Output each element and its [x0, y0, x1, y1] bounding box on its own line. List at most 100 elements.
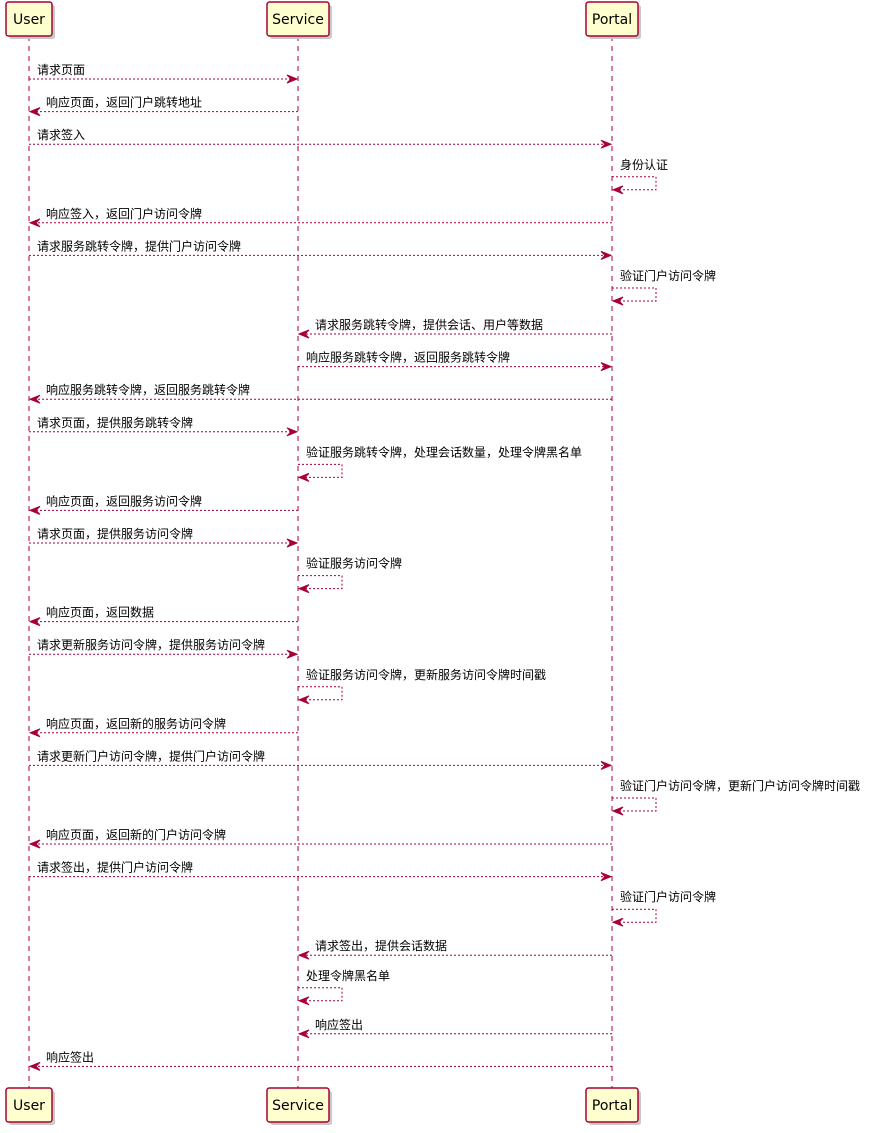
message-label: 响应签入，返回门户访问令牌	[46, 206, 202, 221]
arrow-head	[28, 505, 41, 515]
message-label: 验证门户访问令牌	[620, 268, 716, 283]
message: 响应签出	[28, 1049, 612, 1071]
arrow-head	[286, 74, 299, 84]
self-message: 验证门户访问令牌	[611, 889, 716, 927]
message-line	[298, 575, 343, 590]
participant-box	[585, 1, 639, 37]
message-line	[298, 463, 343, 478]
arrow-head	[286, 427, 299, 437]
participant-label: Service	[272, 12, 324, 28]
message: 请求服务跳转令牌，提供会话、用户等数据	[297, 317, 612, 339]
participant-box	[585, 1087, 639, 1123]
self-message: 验证服务访问令牌，更新服务访问令牌时间戳	[297, 667, 546, 705]
participant-label: Service	[272, 1098, 324, 1114]
self-message: 验证门户访问令牌，更新门户访问令牌时间戳	[611, 778, 860, 816]
message-label: 请求更新服务访问令牌，提供服务访问令牌	[37, 637, 265, 652]
participant-service-top: Service	[266, 1, 332, 39]
message-label: 响应页面，返回服务访问令牌	[46, 493, 202, 508]
message-label: 请求服务跳转令牌，提供门户访问令牌	[37, 238, 241, 253]
message: 响应页面，返回服务访问令牌	[28, 493, 298, 515]
message-label: 响应页面，返回门户跳转地址	[46, 95, 202, 110]
message-label: 请求页面，提供服务访问令牌	[37, 526, 193, 541]
message: 请求页面，提供服务访问令牌	[29, 526, 299, 548]
message: 请求页面	[29, 63, 299, 84]
message: 响应页面，返回数据	[28, 605, 298, 627]
message: 响应服务跳转令牌，返回服务跳转令牌	[298, 350, 613, 372]
arrow-head	[600, 139, 613, 149]
self-message: 验证服务跳转令牌，处理会话数量，处理令牌黑名单	[297, 444, 582, 482]
arrow-head	[600, 760, 613, 770]
message: 请求更新门户访问令牌，提供门户访问令牌	[29, 748, 613, 770]
arrow-head	[600, 362, 613, 372]
message-label: 请求签出，提供门户访问令牌	[37, 860, 193, 875]
message-line	[298, 686, 343, 701]
message-label: 验证服务访问令牌	[306, 556, 402, 571]
participant-label: Portal	[592, 1098, 632, 1114]
participant-label: User	[13, 12, 45, 28]
participant-portal-bottom: Portal	[585, 1087, 641, 1125]
message: 请求服务跳转令牌，提供门户访问令牌	[29, 238, 613, 260]
message-label: 响应服务跳转令牌，返回服务跳转令牌	[306, 350, 510, 365]
arrow-head	[611, 806, 624, 816]
arrow-head	[611, 917, 624, 927]
arrow-head	[28, 839, 41, 849]
message-line	[612, 797, 657, 812]
message-label: 请求页面	[37, 63, 85, 77]
arrow-head	[297, 329, 310, 339]
arrow-head	[28, 107, 41, 117]
arrow-head	[297, 695, 310, 705]
message: 请求签出，提供门户访问令牌	[29, 860, 613, 882]
message-label: 响应签出	[46, 1049, 94, 1064]
participant-box	[266, 1, 330, 37]
message-label: 响应页面，返回数据	[46, 605, 154, 620]
message: 响应签出	[297, 1017, 612, 1039]
message-label: 请求签出，提供会话数据	[315, 938, 447, 953]
arrow-head	[28, 1061, 41, 1071]
participant-box	[266, 1087, 330, 1123]
message-label: 响应服务跳转令牌，返回服务跳转令牌	[46, 382, 250, 397]
message-line	[298, 987, 343, 1002]
messages: 请求页面响应页面，返回门户跳转地址请求签入身份认证响应签入，返回门户访问令牌请求…	[28, 63, 860, 1071]
message: 响应页面，返回新的服务访问令牌	[28, 716, 298, 738]
message-label: 响应签出	[315, 1017, 363, 1032]
self-message: 身份认证	[611, 157, 668, 195]
arrow-head	[600, 872, 613, 882]
message: 请求页面，提供服务跳转令牌	[29, 415, 299, 437]
arrow-head	[297, 584, 310, 594]
message-label: 请求签入	[37, 127, 85, 142]
message-label: 身份认证	[620, 157, 668, 172]
message: 请求签出，提供会话数据	[297, 938, 612, 960]
arrow-head	[611, 185, 624, 195]
message: 响应页面，返回门户跳转地址	[28, 95, 298, 117]
participant-user-top: User	[5, 1, 55, 39]
self-message: 验证服务访问令牌	[297, 556, 402, 594]
message: 响应服务跳转令牌，返回服务跳转令牌	[28, 382, 612, 404]
participant-label: User	[13, 1098, 45, 1114]
arrow-head	[600, 250, 613, 260]
participant-box	[5, 1087, 53, 1123]
self-message: 验证门户访问令牌	[611, 268, 716, 306]
arrow-head	[611, 296, 624, 306]
arrow-head	[286, 538, 299, 548]
message-label: 验证门户访问令牌	[620, 889, 716, 904]
arrow-head	[297, 996, 310, 1006]
message: 响应签入，返回门户访问令牌	[28, 206, 612, 228]
participant-portal-top: Portal	[585, 1, 641, 39]
message-label: 响应页面，返回新的门户访问令牌	[46, 827, 226, 842]
message-line	[612, 287, 657, 302]
message-label: 验证服务跳转令牌，处理会话数量，处理令牌黑名单	[306, 444, 582, 459]
arrow-head	[297, 950, 310, 960]
message-label: 请求更新门户访问令牌，提供门户访问令牌	[37, 748, 265, 763]
message: 请求更新服务访问令牌，提供服务访问令牌	[29, 637, 299, 659]
participant-label: Portal	[592, 12, 632, 28]
participant-box	[5, 1, 53, 37]
message-label: 请求服务跳转令牌，提供会话、用户等数据	[315, 317, 543, 332]
self-message: 处理令牌黑名单	[297, 968, 390, 1006]
participant-user-bottom: User	[5, 1087, 55, 1125]
message-label: 请求页面，提供服务跳转令牌	[37, 415, 193, 430]
arrow-head	[297, 472, 310, 482]
arrow-head	[28, 218, 41, 228]
message-label: 处理令牌黑名单	[306, 968, 390, 983]
